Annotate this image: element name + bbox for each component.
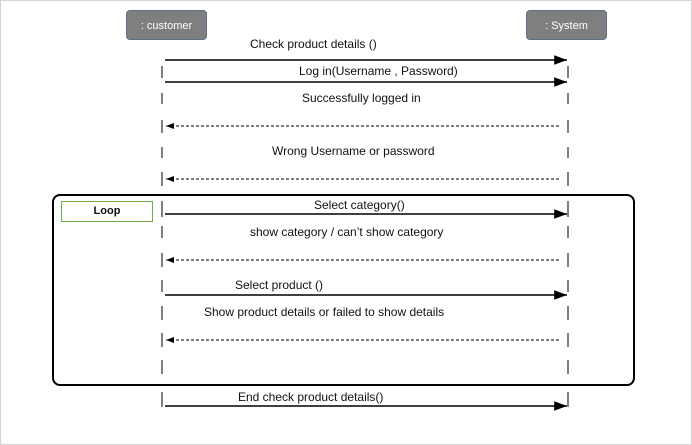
message-label-show-product-details: Show product details or failed to show d… [204, 305, 445, 319]
message-label-logged-in: Successfully logged in [302, 91, 421, 105]
message-label-login: Log in(Username , Password) [299, 64, 458, 78]
actor-system: : System [526, 10, 607, 40]
loop-fragment [52, 194, 635, 386]
message-label-show-category: show category / can’t show category [250, 225, 444, 239]
message-label-wrong-credentials: Wrong Username or password [272, 144, 435, 158]
message-label-select-product: Select product () [235, 278, 324, 292]
loop-label: Loop [61, 201, 153, 222]
actor-customer: : customer [126, 10, 207, 40]
message-label-check-product: Check product details () [250, 37, 377, 51]
message-label-end-check: End check product details() [238, 390, 384, 404]
message-label-select-category: Select category() [314, 198, 405, 212]
